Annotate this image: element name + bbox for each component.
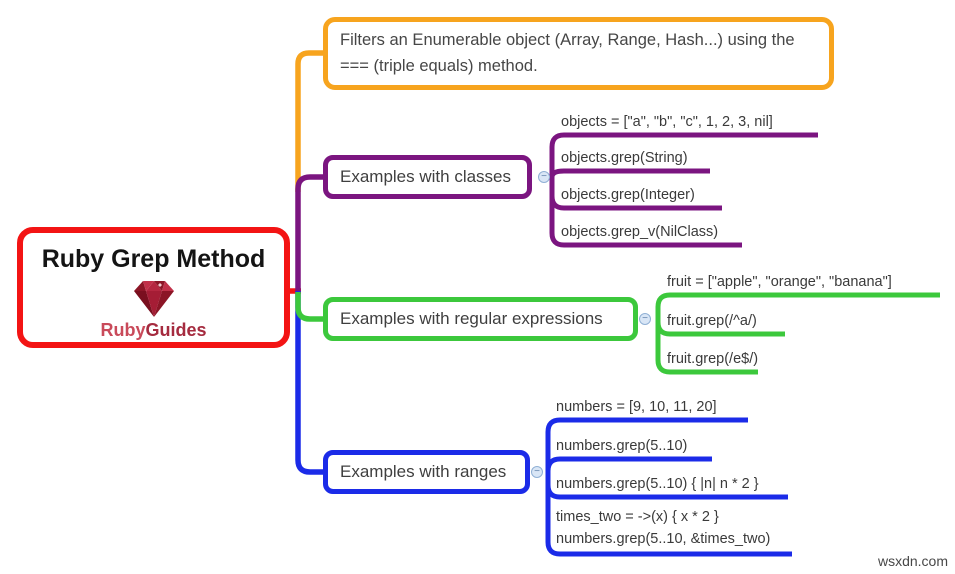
child-node[interactable]: fruit = ["apple", "orange", "banana"]: [667, 274, 892, 290]
child-node[interactable]: fruit.grep(/e$/): [667, 351, 759, 367]
child-node[interactable]: times_two = ->(x) { x * 2 } numbers.grep…: [556, 509, 771, 547]
brand-ruby: Ruby: [100, 320, 146, 340]
branch-classes-label: Examples with classes: [340, 167, 512, 186]
collapse-toggle-regex[interactable]: −: [639, 313, 651, 325]
collapse-toggle-ranges[interactable]: −: [531, 466, 543, 478]
branch-ranges[interactable]: Examples with ranges: [323, 450, 530, 494]
child-node[interactable]: objects.grep_v(NilClass): [561, 224, 719, 240]
collapse-toggle-classes[interactable]: −: [538, 171, 550, 183]
brand-logo-text: RubyGuides: [23, 320, 284, 341]
child-node[interactable]: objects.grep(Integer): [561, 187, 695, 203]
child-node[interactable]: numbers.grep(5..10): [556, 438, 688, 454]
branch-classes[interactable]: Examples with classes: [323, 155, 532, 199]
child-node[interactable]: objects = ["a", "b", "c", 1, 2, 3, nil]: [561, 114, 773, 130]
watermark: wsxdn.com: [877, 553, 948, 569]
child-node[interactable]: numbers = [9, 10, 11, 20]: [556, 399, 717, 415]
note-node[interactable]: Filters an Enumerable object (Array, Ran…: [323, 17, 834, 90]
brand-guides: Guides: [145, 320, 207, 340]
branch-ranges-label: Examples with ranges: [340, 462, 507, 481]
ruby-gem-icon: [23, 278, 284, 318]
child-node[interactable]: objects.grep(String): [561, 150, 688, 166]
branch-regex-label: Examples with regular expressions: [340, 309, 603, 328]
child-node[interactable]: fruit.grep(/^a/): [667, 313, 757, 329]
branch-regex[interactable]: Examples with regular expressions: [323, 297, 638, 341]
note-text: Filters an Enumerable object (Array, Ran…: [340, 31, 795, 75]
child-node[interactable]: numbers.grep(5..10) { |n| n * 2 }: [556, 476, 759, 492]
root-node[interactable]: Ruby Grep Method RubyGuides: [17, 227, 290, 348]
root-title: Ruby Grep Method: [41, 245, 266, 273]
